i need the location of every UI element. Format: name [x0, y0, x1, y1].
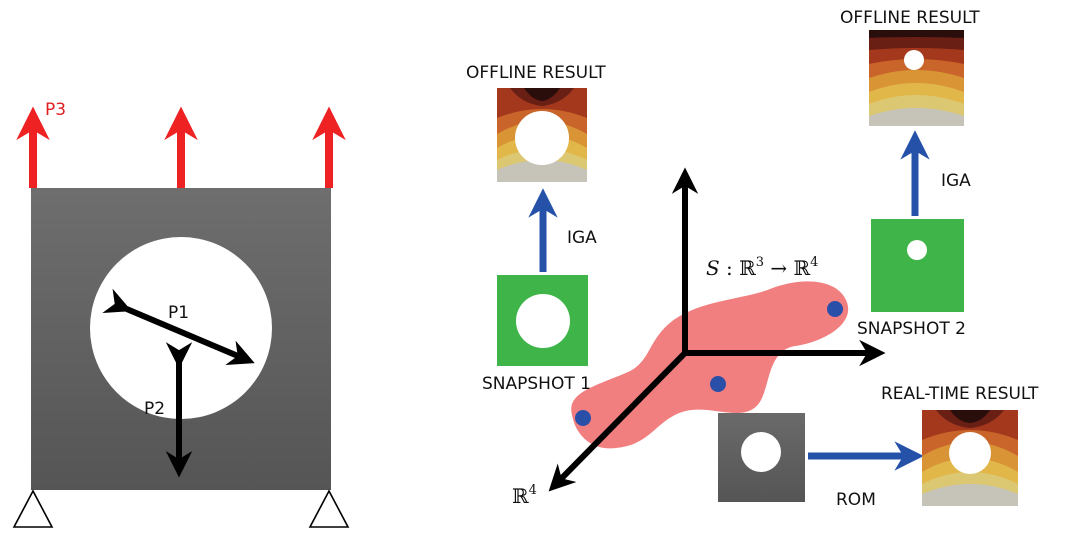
offline-result-1-title: OFFLINE RESULT [466, 63, 606, 83]
iga-label-1: IGA [567, 228, 597, 248]
snapshot-2-tile [871, 219, 964, 312]
axis-label-r4: ℝ4 [512, 483, 537, 508]
snapshot-1-hole [516, 294, 570, 348]
offline-result-2-title: OFFLINE RESULT [840, 8, 980, 28]
param-label-p1: P1 [168, 303, 189, 323]
axis-diagonal [548, 350, 688, 492]
offline-result-1-hole [515, 111, 569, 165]
sample-point-3 [827, 301, 843, 317]
param-label-p2: P2 [144, 399, 165, 419]
realtime-result-title: REAL-TIME RESULT [881, 384, 1039, 404]
solution-manifold [571, 281, 849, 449]
support-left [12, 489, 54, 528]
iga-label-2: IGA [941, 171, 971, 191]
load-label-p3: P3 [45, 100, 66, 120]
offline-result-2-hole [904, 50, 924, 70]
support-right [308, 489, 350, 528]
rom-label: ROM [836, 490, 876, 510]
right-panel: S : ℝ3 → ℝ4 ℝ4 SNAPSHOT 1 IGA OFFLINE RE… [466, 8, 1039, 510]
sample-point-2 [710, 376, 726, 392]
realtime-result-hole [949, 432, 991, 474]
param-arrow-p1 [102, 288, 255, 365]
sample-point-1 [575, 410, 591, 426]
mapping-formula: S : ℝ3 → ℝ4 [706, 255, 818, 280]
offline-result-2-field [869, 30, 964, 126]
snapshot-2-hole [907, 240, 927, 260]
snapshot-2-label: SNAPSHOT 2 [857, 319, 966, 339]
snapshot-1-label: SNAPSHOT 1 [482, 374, 591, 394]
rom-input-hole [741, 432, 781, 472]
left-panel: P3 P1 P2 [12, 100, 350, 528]
